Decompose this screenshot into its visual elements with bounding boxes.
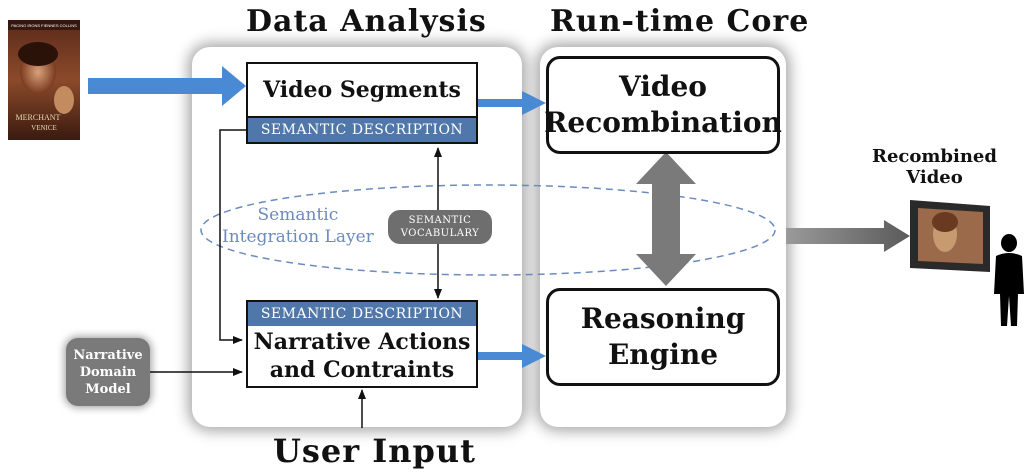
reasoning-engine-box: Reasoning Engine	[546, 288, 780, 386]
semantic-integration-layer-label: Semantic Integration Layer	[222, 205, 374, 247]
semantic-description-top: SEMANTIC DESCRIPTION	[246, 116, 478, 144]
narrative-actions-box: Narrative Actions and Contraints	[246, 326, 478, 388]
segments-to-recombination-arrow	[478, 91, 546, 115]
video-segments-box: Video Segments	[246, 62, 478, 118]
user-input-title: User Input	[273, 432, 476, 470]
recombined-video-text: Recombined Video	[872, 146, 997, 188]
feedback-connector	[219, 129, 246, 344]
viewer-silhouette-icon	[994, 234, 1024, 326]
video-recombination-box: Video Recombination	[544, 56, 782, 154]
narrative-to-reasoning-arrow	[478, 344, 546, 368]
semantic-vocabulary-pill: SEMANTIC VOCABULARY	[388, 210, 492, 244]
movie-poster-image: PACINO IRONS FIENNES COLLINS MERCHANT VE…	[8, 20, 80, 140]
data-analysis-title: Data Analysis	[246, 4, 487, 39]
poster-credits: PACINO IRONS FIENNES COLLINS	[11, 23, 77, 28]
video-recombination-label: Video Recombination	[544, 70, 782, 139]
semantic-integration-layer-ellipse	[200, 184, 776, 276]
semantic-vocabulary-label: SEMANTIC VOCABULARY	[400, 215, 480, 239]
core-bidirectional-arrow	[636, 152, 696, 286]
reasoning-engine-label: Reasoning Engine	[580, 302, 746, 371]
input-arrow	[88, 66, 246, 106]
narrative-domain-model-label: Narrative Domain Model	[73, 347, 143, 397]
narrative-actions-label: Narrative Actions and Contraints	[253, 329, 471, 383]
semantic-description-bottom: SEMANTIC DESCRIPTION	[246, 300, 478, 328]
output-arrow	[786, 220, 910, 252]
poster-graphic: PACINO IRONS FIENNES COLLINS MERCHANT VE…	[8, 20, 80, 140]
runtime-core-title: Run-time Core	[550, 4, 810, 39]
poster-title-1: MERCHANT	[16, 113, 61, 122]
narrative-domain-model-box: Narrative Domain Model	[66, 338, 150, 406]
recombined-video-label: Recombined Video	[872, 146, 997, 188]
video-segments-label: Video Segments	[263, 77, 461, 103]
poster-title-2: VENICE	[31, 124, 57, 132]
recombined-video-screen-icon	[910, 200, 990, 272]
